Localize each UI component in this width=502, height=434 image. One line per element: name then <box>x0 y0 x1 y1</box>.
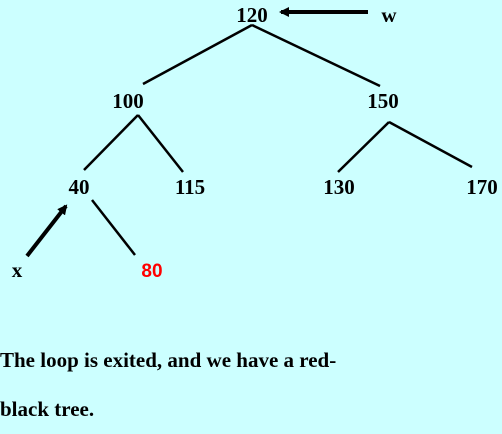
node-170: 170 <box>466 175 498 199</box>
tree-edges <box>83 23 473 256</box>
edge-120-100 <box>142 23 253 86</box>
pointer-x-label: x <box>12 258 23 282</box>
edge-150-130 <box>337 121 390 173</box>
node-40: 40 <box>69 175 90 199</box>
edge-100-40 <box>83 114 139 171</box>
pointer-w-label: w <box>381 3 397 27</box>
red-black-tree-diagram: 120 100 150 40 115 130 170 80 w x <box>12 3 498 282</box>
node-120: 120 <box>236 3 268 27</box>
edge-150-170 <box>388 120 473 169</box>
edge-40-80 <box>91 199 136 256</box>
pointer-x-arrow <box>25 204 68 258</box>
caption-line-2: black tree. <box>0 397 95 421</box>
node-100: 100 <box>112 89 144 113</box>
caption: The loop is exited, and we have a red- b… <box>0 336 490 434</box>
caption-line-1: The loop is exited, and we have a red- <box>0 348 337 372</box>
edge-120-150 <box>251 23 381 88</box>
node-80: 80 <box>141 261 162 282</box>
node-115: 115 <box>175 175 205 199</box>
node-150: 150 <box>367 89 399 113</box>
edge-100-115 <box>137 114 184 173</box>
node-130: 130 <box>323 175 355 199</box>
